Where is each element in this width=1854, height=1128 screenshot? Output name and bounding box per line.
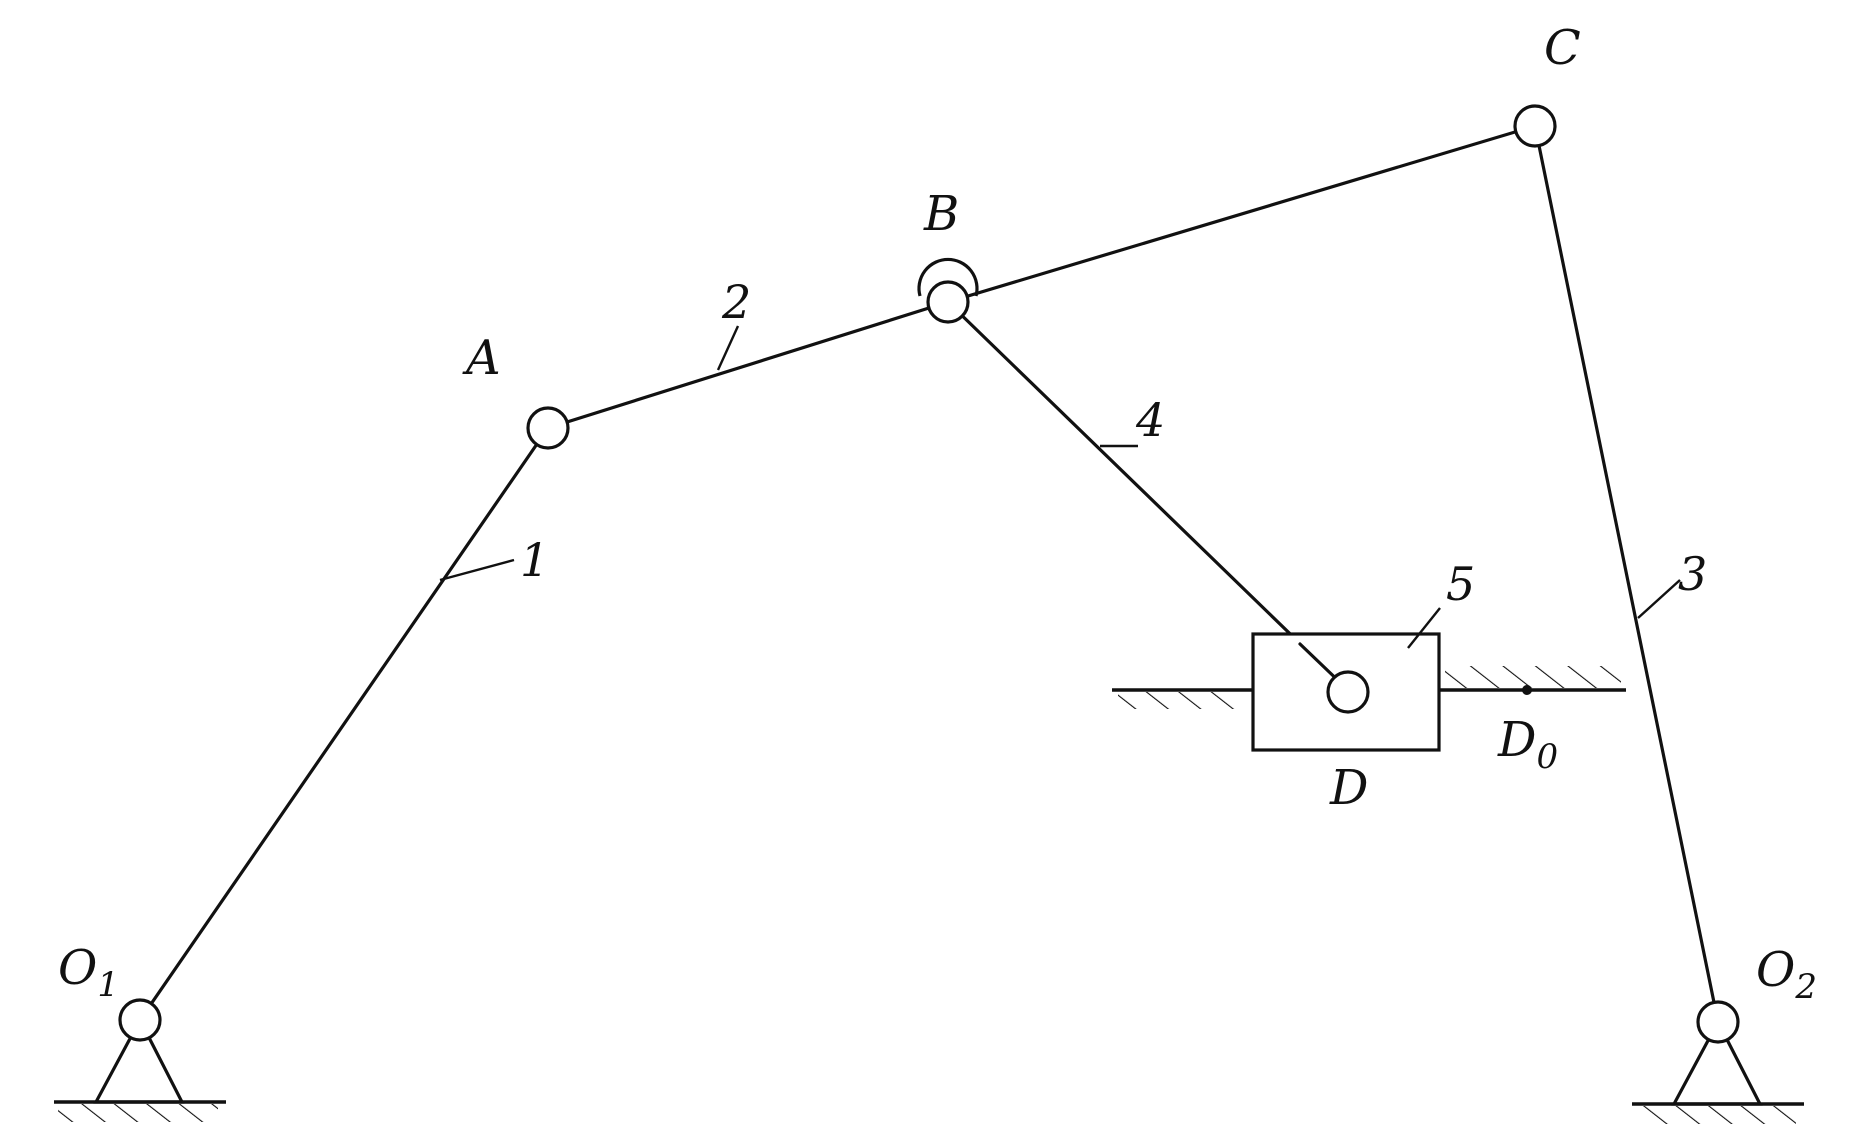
point-label-o2: O2 (1756, 942, 1817, 1007)
link-1 (138, 426, 550, 1022)
link-label-4: 4 (1135, 393, 1165, 447)
point-label-c: C (1544, 20, 1581, 76)
joint-b (917, 257, 979, 324)
leader-2 (716, 325, 740, 371)
point-label-a: A (462, 330, 501, 386)
link-2-extension-bc (946, 124, 1537, 304)
point-label-b: B (923, 186, 959, 242)
link-2 (546, 300, 950, 430)
point-label-d0: D0 (1497, 712, 1558, 777)
point-label-o1: O1 (58, 940, 119, 1005)
joint-o2 (1696, 1000, 1740, 1044)
link-4 (946, 300, 1350, 692)
link-label-3: 3 (1678, 547, 1707, 601)
joint-o1 (118, 998, 162, 1042)
support-o1 (54, 1016, 226, 1122)
leader-3 (1637, 579, 1681, 619)
point-d0-marker (1522, 685, 1532, 695)
joint-d (1326, 670, 1370, 714)
point-label-d: D (1329, 760, 1368, 816)
link-label-5: 5 (1446, 557, 1475, 611)
link-3 (1533, 124, 1720, 1024)
slider-guide-right (1439, 666, 1626, 692)
joint-c (1513, 104, 1557, 148)
leader-5 (1407, 607, 1441, 649)
slider-guide-left (1112, 688, 1253, 709)
leader-1 (439, 558, 515, 582)
joint-a (526, 406, 570, 450)
link-label-2: 2 (721, 275, 751, 329)
link-label-1: 1 (520, 533, 549, 587)
support-o2 (1632, 1018, 1804, 1124)
